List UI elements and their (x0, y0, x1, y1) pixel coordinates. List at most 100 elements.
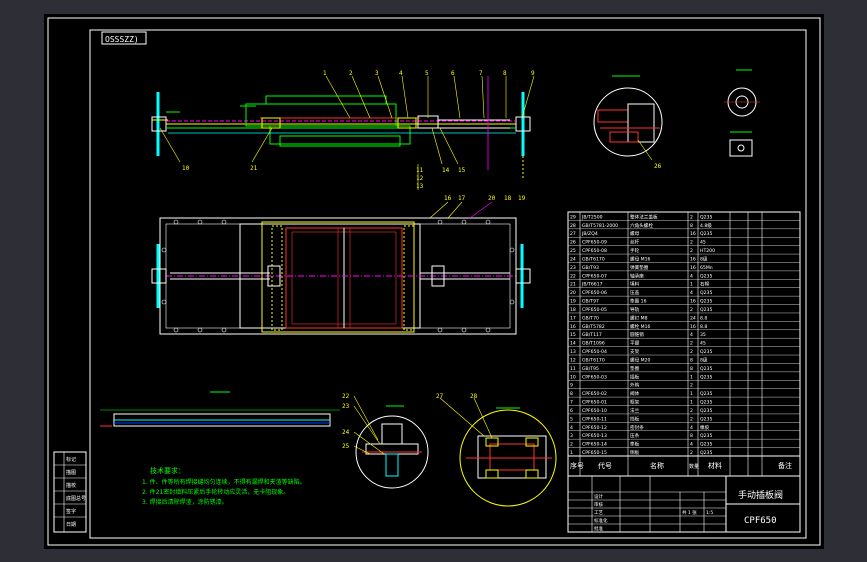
bom-cell: Q235 (700, 433, 712, 439)
code-box (101, 31, 147, 45)
detail-view-packing (353, 395, 429, 489)
bom-cell: 4.8级 (700, 222, 712, 229)
bom-cell: GB/T6170 (582, 256, 605, 262)
bom-cell: Q235 (700, 400, 712, 406)
bom-cell: Q235 (700, 273, 712, 279)
note-line: 3. 焊接后清除焊渣，涂防锈漆。 (142, 498, 228, 506)
bom-cell: CPF650-03 (582, 374, 607, 380)
bom-cell: JB/T6617 (581, 282, 603, 288)
bom-cell: CPF650-12 (582, 425, 607, 431)
bom-cell: 4 (690, 273, 693, 279)
drawing-name: 手动插板阀 (738, 489, 783, 501)
title-small-row: 标准化 (594, 517, 608, 524)
record-row-label: 签字 (66, 508, 76, 515)
technical-notes: 技术要求： 1. 件、件等所有焊接缝均匀连续，不得有漏焊和夹渣等缺陷。 2. 件… (142, 466, 306, 506)
detail-label: 23 (342, 403, 350, 410)
bom-cell: 16 (690, 231, 696, 237)
bom-cell: HT200 (700, 248, 715, 254)
leader-label: 15 (458, 167, 466, 174)
bom-cell: CPF650-04 (582, 349, 607, 355)
bom-cell: 2 (690, 248, 693, 254)
bom-cell: 65Mn (700, 265, 713, 271)
bom-cell: 16 (690, 324, 696, 330)
bom-cell: Q235 (700, 391, 712, 397)
detail-view-bolt (593, 75, 663, 161)
bom-cell: 导轨 (630, 306, 640, 313)
bom-cell: CPF650-02 (582, 391, 607, 397)
leader-label: 5 (425, 70, 429, 77)
bom-cell: 垫板 (630, 441, 640, 448)
leader-label: 19 (518, 195, 526, 202)
bom-cell: 16 (690, 256, 696, 262)
bom-cell: 支架 (630, 348, 640, 355)
bom-cell: 插板 (630, 373, 640, 380)
bom-cell: CPF650-01 (582, 400, 607, 406)
detail-label: 27 (436, 393, 444, 400)
code-box-text: OSSSZZ) (105, 35, 139, 44)
bom-cell: 45 (700, 240, 706, 246)
bom-cell: 整体法兰盖板 (630, 213, 658, 220)
plan-view (151, 201, 531, 335)
bom-cell: GB/T93 (582, 265, 599, 271)
bom-cell: 2 (690, 383, 693, 389)
bom-cell: 8.8 (700, 315, 707, 321)
bom-cell: Q235 (700, 307, 712, 313)
bom-cell: 平键 (630, 340, 640, 347)
bom-cell: 19 (570, 299, 576, 305)
bom-cell: 15 (570, 332, 576, 338)
bom-header-remark: 备注 (778, 461, 792, 470)
top-leader-labels: 1 2 3 4 5 6 7 8 9 (323, 70, 535, 77)
bom-cell: 16 (690, 265, 696, 271)
bom-cell: 28 (570, 223, 576, 229)
detail-label: 22 (342, 393, 350, 400)
leader-label: 9 (531, 70, 535, 77)
record-row-label: 标记 (66, 456, 76, 463)
bom-header-seq: 序号 (570, 461, 584, 470)
bom-cell: 1 (690, 400, 693, 406)
bom-header-material: 材料 (708, 461, 722, 470)
bom-cell: 26 (570, 240, 576, 246)
bom-cell: 2 (690, 240, 693, 246)
bom-cell: 圆锥销 (630, 331, 644, 338)
bom-cell: GB/T97 (582, 299, 599, 305)
bom-cell: GB/T95 (582, 366, 599, 372)
bom-cell: 23 (570, 265, 576, 271)
outer-border (47, 17, 821, 546)
bom-cell: Q235 (700, 442, 712, 448)
bom-cell: 4 (690, 332, 693, 338)
bom-cell: 1 (570, 450, 573, 456)
bom-cell: 挡板 (630, 415, 640, 422)
bom-cell: CPF650-06 (582, 290, 607, 296)
bom-cell: 4 (570, 425, 573, 431)
bom-cell: JB/T2500 (581, 214, 603, 220)
bom-cell: Q235 (700, 231, 712, 237)
bom-cell: GB/T5782 (582, 324, 605, 330)
bom-cell: 5 (570, 416, 573, 422)
bom-cell: 橡胶 (700, 424, 710, 431)
title-small-row: 审核 (594, 501, 603, 508)
leader-label: 6 (451, 70, 455, 77)
drawing-paper (44, 14, 824, 549)
bom-cell: CPF650-08 (582, 248, 607, 254)
bom-cell: 螺钉 M8 (630, 314, 648, 321)
note-line: 2. 件21密封填料压紧后手轮转动应灵活，无卡阻现象。 (142, 488, 289, 496)
drawing-model: CPF650 (744, 516, 777, 526)
bom-cell: 27 (570, 231, 576, 237)
bom-cell: 弹簧垫圈 (630, 264, 649, 271)
bom-cell: Q235 (700, 214, 712, 220)
detail-label: 28 (470, 393, 478, 400)
bom-cell: 10 (570, 374, 576, 380)
bom-cell: 45 (700, 341, 706, 347)
bom-cell: 16 (570, 324, 576, 330)
leader-label: 1 (323, 70, 327, 77)
bom-cell: 21 (570, 282, 576, 288)
bom-cell: Q235 (700, 416, 712, 422)
leader-label: 21 (250, 165, 258, 172)
bom-cell: GB/T70 (582, 315, 599, 321)
bom-cell: Q235 (700, 299, 712, 305)
bom-cell: 石棉 (700, 281, 710, 288)
bom-header-code: 代号 (598, 461, 612, 470)
bom-cell: 8 (690, 366, 693, 372)
